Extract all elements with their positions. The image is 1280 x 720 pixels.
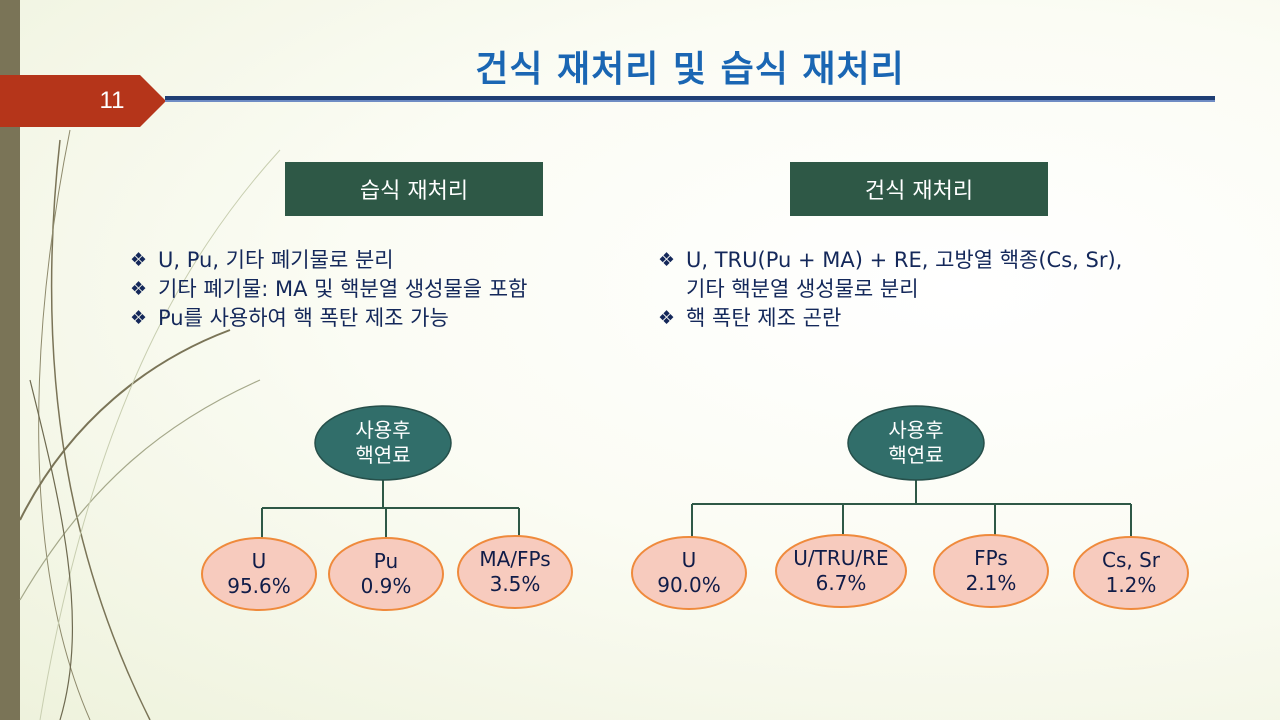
dry-leaf-node: [775, 534, 907, 608]
leaf-value: 1.2%: [1105, 573, 1157, 597]
bullet-item: ❖ U, Pu, 기타 폐기물로 분리: [130, 246, 527, 275]
leaf-name: U: [681, 548, 697, 572]
leaf-value: 6.7%: [815, 571, 867, 595]
leaf-name: MA/FPs: [479, 547, 551, 571]
leaf-name: U: [251, 549, 267, 573]
root-line-2: 핵연료: [355, 443, 411, 467]
wet-tree-connectors: [261, 478, 520, 538]
diamond-bullet-icon: ❖: [658, 307, 676, 329]
decorative-curves: [19, 129, 281, 720]
dry-process-header: 건식 재처리: [790, 162, 1048, 216]
diamond-bullet-icon: ❖: [130, 307, 148, 329]
slide-title: 건식 재처리 및 습식 재처리: [475, 49, 905, 90]
dry-process-bullets: ❖ U, TRU(Pu + MA) + RE, 고방열 핵종(Cs, Sr), 기타…: [658, 246, 1122, 333]
left-accent-bar: [0, 0, 20, 720]
dry-leaf-u: U 90.0%: [632, 537, 746, 609]
page-number: 11: [99, 87, 125, 114]
wet-leaf-ma-fps: MA/FPs 3.5%: [458, 536, 572, 608]
dry-leaf-fps: FPs 2.1%: [934, 535, 1048, 607]
title-rule: [165, 96, 1215, 102]
wet-leaf-node: [328, 537, 444, 611]
bullet-text: U, TRU(Pu + MA) + RE, 고방열 핵종(Cs, Sr),: [686, 248, 1123, 272]
bullet-text: Pu를 사용하여 핵 폭탄 제조 가능: [158, 306, 449, 330]
diamond-bullet-icon: ❖: [658, 249, 676, 271]
dry-root-label: 사용후 핵연료: [848, 406, 984, 480]
dry-leaf-node: [1073, 536, 1189, 610]
bullet-item: ❖ 핵 폭탄 제조 곤란: [658, 304, 1122, 333]
root-line-1: 사용후: [888, 418, 944, 442]
wet-process-bullets: ❖ U, Pu, 기타 폐기물로 분리 ❖ 기타 폐기물: MA 및 핵분열 생성물…: [130, 246, 527, 333]
diamond-bullet-icon: ❖: [130, 278, 148, 300]
wet-leaf-u: U 95.6%: [202, 538, 316, 610]
bullet-item: ❖ 기타 폐기물: MA 및 핵분열 생성물을 포함: [130, 275, 527, 304]
root-line-2: 핵연료: [888, 443, 944, 467]
bullet-item: ❖ U, TRU(Pu + MA) + RE, 고방열 핵종(Cs, Sr), 기타…: [658, 246, 1122, 304]
wet-leaf-pu: Pu 0.9%: [329, 538, 443, 610]
wet-leaf-node: [457, 535, 573, 609]
root-line-1: 사용후: [355, 418, 411, 442]
page-number-tab: [0, 75, 166, 127]
dry-tree-connectors: [691, 478, 1132, 538]
wet-process-header: 습식 재처리: [285, 162, 543, 216]
leaf-name: FPs: [974, 546, 1008, 570]
diamond-bullet-icon: ❖: [130, 249, 148, 271]
dry-root-node: [847, 405, 985, 481]
bullet-text: 기타 폐기물: MA 및 핵분열 생성물을 포함: [158, 277, 528, 301]
wet-root-label: 사용후 핵연료: [315, 406, 451, 480]
leaf-value: 3.5%: [489, 572, 541, 596]
wet-root-node: [314, 405, 452, 481]
leaf-name: Cs, Sr: [1101, 548, 1161, 572]
leaf-value: 90.0%: [657, 573, 721, 597]
bullet-item: ❖ Pu를 사용하여 핵 폭탄 제조 가능: [130, 304, 527, 333]
wet-leaf-node: [201, 537, 317, 611]
leaf-name: Pu: [373, 549, 399, 573]
leaf-value: 95.6%: [227, 574, 291, 598]
bullet-text: U, Pu, 기타 폐기물로 분리: [158, 248, 394, 272]
bullet-text: 핵 폭탄 제조 곤란: [686, 306, 842, 330]
dry-leaf-node: [631, 536, 747, 610]
dry-leaf-u-tru-re: U/TRU/RE 6.7%: [776, 535, 906, 607]
leaf-value: 2.1%: [965, 571, 1017, 595]
bullet-text-continued: 기타 핵분열 생성물로 분리: [686, 277, 919, 301]
leaf-name: U/TRU/RE: [793, 546, 889, 570]
leaf-value: 0.9%: [360, 574, 412, 598]
dry-leaf-node: [933, 534, 1049, 608]
dry-leaf-cs-sr: Cs, Sr 1.2%: [1074, 537, 1188, 609]
